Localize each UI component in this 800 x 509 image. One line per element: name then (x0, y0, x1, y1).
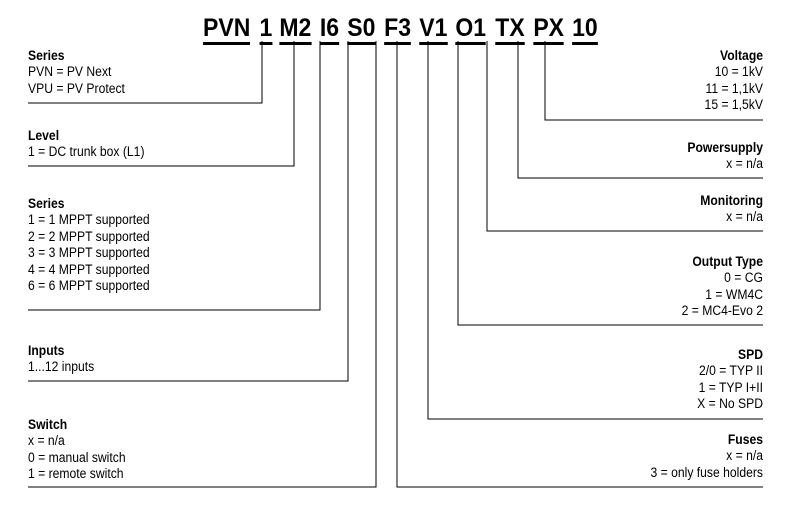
block-title: Level (28, 128, 60, 143)
block-line: 15 = 1,5kV (704, 97, 763, 112)
block-line: PVN = PV Next (28, 64, 112, 79)
block-title: Switch (28, 417, 68, 432)
block-line: x = n/a (28, 433, 65, 448)
block-line: 10 = 1kV (714, 64, 763, 79)
code-segment-level: 1 (259, 15, 272, 46)
block-line: x = n/a (726, 448, 763, 463)
code-segment-powersupply: PX (533, 15, 564, 46)
block-title: Powersupply (687, 140, 763, 155)
block-line: 3 = only fuse holders (650, 464, 763, 480)
block-line: 2/0 = TYP II (698, 363, 763, 378)
code-segment-switch: S0 (347, 15, 376, 46)
block-title: SPD (738, 347, 763, 362)
block-line: 1 = TYP I+II (698, 379, 763, 395)
label-block-level: Level 1 = DC trunk box (L1) (28, 128, 288, 161)
block-line: 1...12 inputs (28, 359, 95, 374)
block-line: 1 = WM4C (705, 286, 763, 302)
block-line: 6 = 6 MPPT supported (28, 278, 150, 293)
code-segment-fuses: F3 (383, 15, 411, 46)
label-block-mppt: Series 1 = 1 MPPT supported 2 = 2 MPPT s… (28, 196, 313, 295)
block-title: Monitoring (700, 193, 763, 208)
label-block-spd: SPD 2/0 = TYP II 1 = TYP I+II X = No SPD (483, 347, 763, 413)
block-line: VPU = PV Protect (28, 80, 125, 96)
block-line: 0 = manual switch (28, 449, 126, 465)
block-title: Voltage (720, 48, 763, 63)
label-block-powersupply: Powersupply x = n/a (503, 140, 763, 173)
code-segment-spd: V1 (419, 15, 448, 46)
block-line: 2 = 2 MPPT supported (28, 228, 150, 244)
label-block-series-prefix: Series PVN = PV Next VPU = PV Protect (28, 48, 258, 97)
block-title: Inputs (28, 343, 65, 358)
label-block-switch: Switch x = n/a 0 = manual switch 1 = rem… (28, 417, 348, 483)
block-line: x = n/a (726, 156, 763, 171)
label-block-inputs: Inputs 1...12 inputs (28, 343, 313, 376)
block-line: 0 = CG (724, 270, 763, 285)
block-title: Series (28, 196, 65, 211)
label-block-voltage: Voltage 10 = 1kV 11 = 1,1kV 15 = 1,5kV (503, 48, 763, 114)
block-title: Output Type (692, 254, 763, 269)
block-line: 1 = DC trunk box (L1) (28, 144, 145, 159)
code-segment-mppt: M2 (279, 15, 312, 46)
block-line: X = No SPD (697, 396, 763, 411)
block-line: 1 = remote switch (28, 466, 124, 481)
block-line: 11 = 1,1kV (705, 80, 763, 96)
code-segment-output-type: O1 (455, 15, 487, 46)
label-block-fuses: Fuses x = n/a 3 = only fuse holders (443, 432, 763, 481)
label-block-monitoring: Monitoring x = n/a (503, 193, 763, 226)
block-line: 1 = 1 MPPT supported (28, 212, 150, 227)
code-segment-monitoring: TX (495, 15, 525, 46)
block-line: 2 = MC4-Evo 2 (681, 303, 763, 318)
label-block-output-type: Output Type 0 = CG 1 = WM4C 2 = MC4-Evo … (483, 254, 763, 320)
code-segment-inputs: I6 (319, 15, 340, 46)
block-line: x = n/a (726, 209, 763, 224)
block-title: Fuses (727, 432, 763, 447)
code-segment-series-prefix: PVN (203, 15, 251, 46)
code-segment-voltage: 10 (572, 15, 598, 46)
block-title: Series (28, 48, 65, 63)
block-line: 3 = 3 MPPT supported (28, 245, 150, 260)
block-line: 4 = 4 MPPT supported (28, 261, 150, 277)
